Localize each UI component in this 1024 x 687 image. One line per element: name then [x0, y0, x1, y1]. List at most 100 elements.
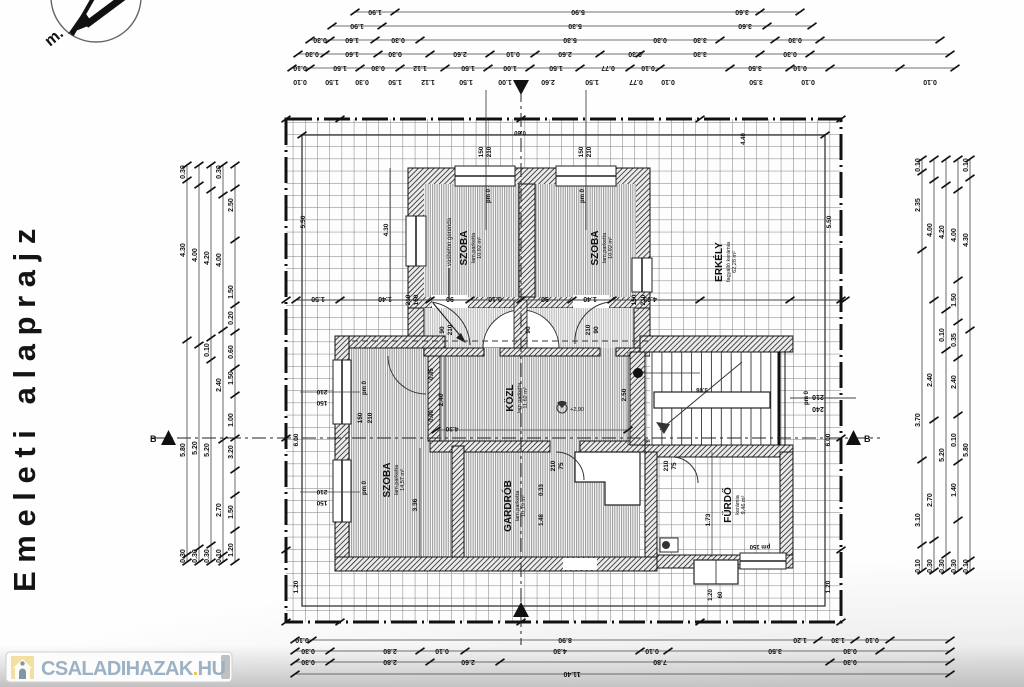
- svg-text:1.60: 1.60: [345, 50, 359, 57]
- svg-text:2.60: 2.60: [541, 78, 555, 85]
- svg-text:0.30: 0.30: [355, 78, 369, 85]
- svg-text:3.50: 3.50: [768, 647, 782, 654]
- svg-text:0.30: 0.30: [305, 50, 319, 57]
- svg-text:90: 90: [525, 326, 532, 334]
- svg-text:2.80: 2.80: [383, 647, 397, 654]
- svg-text:10,19 m²: 10,19 m²: [521, 495, 527, 517]
- svg-text:150: 150: [316, 399, 327, 406]
- svg-text:1.20: 1.20: [825, 580, 832, 593]
- svg-text:1.90: 1.90: [368, 8, 382, 15]
- svg-text:1.50: 1.50: [228, 505, 235, 519]
- svg-text:lam.parketta: lam.parketta: [471, 232, 477, 263]
- svg-text:3.50: 3.50: [749, 78, 763, 85]
- svg-text:210: 210: [812, 393, 824, 400]
- svg-text:75: 75: [671, 462, 678, 470]
- svg-text:0.30: 0.30: [216, 165, 223, 179]
- svg-text:1.48: 1.48: [539, 514, 545, 526]
- svg-text:0.30: 0.30: [391, 36, 405, 43]
- svg-text:1.50: 1.50: [459, 78, 473, 85]
- svg-text:210: 210: [316, 388, 327, 395]
- svg-text:0.10: 0.10: [661, 78, 675, 85]
- svg-text:4.40: 4.40: [741, 133, 747, 145]
- svg-text:4.20: 4.20: [939, 225, 946, 239]
- svg-text:0.30: 0.30: [313, 36, 327, 43]
- svg-text:0.10: 0.10: [923, 78, 937, 85]
- svg-text:SZOBA: SZOBA: [382, 463, 393, 498]
- svg-text:fagyálló kerámia: fagyálló kerámia: [726, 241, 732, 282]
- svg-text:10,92 m²: 10,92 m²: [477, 237, 483, 259]
- svg-text:2.70: 2.70: [927, 493, 934, 507]
- svg-text:4.30: 4.30: [963, 233, 970, 247]
- svg-text:240: 240: [812, 405, 824, 412]
- svg-text:1.50: 1.50: [333, 64, 347, 71]
- svg-text:0.10: 0.10: [293, 78, 307, 85]
- svg-text:1.50: 1.50: [388, 78, 402, 85]
- svg-text:pm 0: pm 0: [362, 380, 368, 395]
- svg-text:90: 90: [446, 295, 454, 302]
- svg-text:150: 150: [357, 412, 364, 423]
- svg-text:1.50: 1.50: [461, 64, 475, 71]
- svg-text:11,62 m²: 11,62 m²: [523, 387, 529, 408]
- svg-text:0.10: 0.10: [951, 433, 958, 447]
- svg-text:5.50: 5.50: [826, 215, 833, 228]
- svg-text:B: B: [864, 434, 871, 444]
- svg-text:2.50: 2.50: [621, 388, 628, 401]
- svg-text:3.08: 3.08: [696, 386, 708, 392]
- svg-text:2.60: 2.60: [453, 50, 467, 57]
- svg-text:3.30: 3.30: [693, 50, 707, 57]
- svg-text:4.00: 4.00: [927, 223, 934, 237]
- svg-text:1.60: 1.60: [345, 36, 359, 43]
- svg-text:7.80: 7.80: [653, 658, 667, 665]
- svg-text:0.30: 0.30: [301, 647, 315, 654]
- svg-text:4.00: 4.00: [192, 248, 199, 262]
- svg-text:3.20: 3.20: [228, 445, 235, 459]
- svg-text:2.40: 2.40: [927, 373, 934, 387]
- svg-text:5.30: 5.30: [563, 36, 577, 43]
- svg-text:62,28 m²: 62,28 m²: [732, 251, 738, 273]
- svg-text:0.10: 0.10: [963, 158, 970, 172]
- svg-text:0.30: 0.30: [180, 165, 187, 179]
- svg-text:pm 0: pm 0: [486, 188, 492, 203]
- svg-text:5.20: 5.20: [192, 441, 199, 455]
- svg-text:0.10: 0.10: [915, 559, 922, 573]
- svg-text:3.30: 3.30: [693, 36, 707, 43]
- svg-text:210: 210: [663, 460, 670, 471]
- svg-text:GARDRÓB: GARDRÓB: [501, 480, 514, 532]
- svg-text:14,57 m²: 14,57 m²: [400, 469, 406, 491]
- svg-text:lam.parketta: lam.parketta: [602, 232, 608, 263]
- svg-text:pm 150: pm 150: [749, 543, 770, 549]
- svg-text:1.00: 1.00: [498, 78, 512, 85]
- svg-text:0.77: 0.77: [629, 78, 643, 85]
- svg-text:0.10: 0.10: [793, 64, 807, 71]
- svg-text:0.10: 0.10: [204, 343, 211, 357]
- svg-text:0.10: 0.10: [865, 636, 879, 643]
- svg-text:0.30: 0.30: [783, 50, 797, 57]
- svg-text:90: 90: [439, 326, 446, 334]
- svg-text:4.00: 4.00: [951, 228, 958, 242]
- svg-text:0.30: 0.30: [180, 549, 187, 563]
- svg-text:Emeleti alaprajz: Emeleti alaprajz: [7, 220, 42, 592]
- svg-text:1.00: 1.00: [503, 64, 517, 71]
- svg-text:0.30: 0.30: [939, 559, 946, 573]
- svg-text:KÖZL: KÖZL: [503, 384, 516, 411]
- svg-text:0.60: 0.60: [514, 129, 526, 135]
- svg-text:150: 150: [478, 146, 485, 157]
- svg-text:1.50: 1.50: [311, 295, 325, 302]
- svg-text:0.10: 0.10: [295, 636, 309, 643]
- svg-text:0.10: 0.10: [939, 328, 946, 342]
- svg-text:1.50: 1.50: [228, 285, 235, 299]
- svg-text:150: 150: [631, 294, 638, 305]
- svg-text:4.30: 4.30: [383, 223, 390, 236]
- svg-text:0.30: 0.30: [927, 559, 934, 573]
- svg-text:1.20: 1.20: [708, 589, 714, 601]
- svg-text:5.30: 5.30: [568, 22, 582, 29]
- svg-text:210: 210: [550, 460, 557, 471]
- svg-text:0.30: 0.30: [843, 658, 857, 665]
- svg-text:pm 0: pm 0: [362, 480, 368, 495]
- svg-text:3.60: 3.60: [738, 22, 752, 29]
- svg-text:0.30: 0.30: [388, 50, 402, 57]
- svg-text:75: 75: [558, 462, 565, 470]
- svg-text:1.40: 1.40: [583, 295, 597, 302]
- svg-text:6.00: 6.00: [825, 433, 832, 446]
- svg-text:CSALADIHAZAK.HU: CSALADIHAZAK.HU: [41, 658, 225, 680]
